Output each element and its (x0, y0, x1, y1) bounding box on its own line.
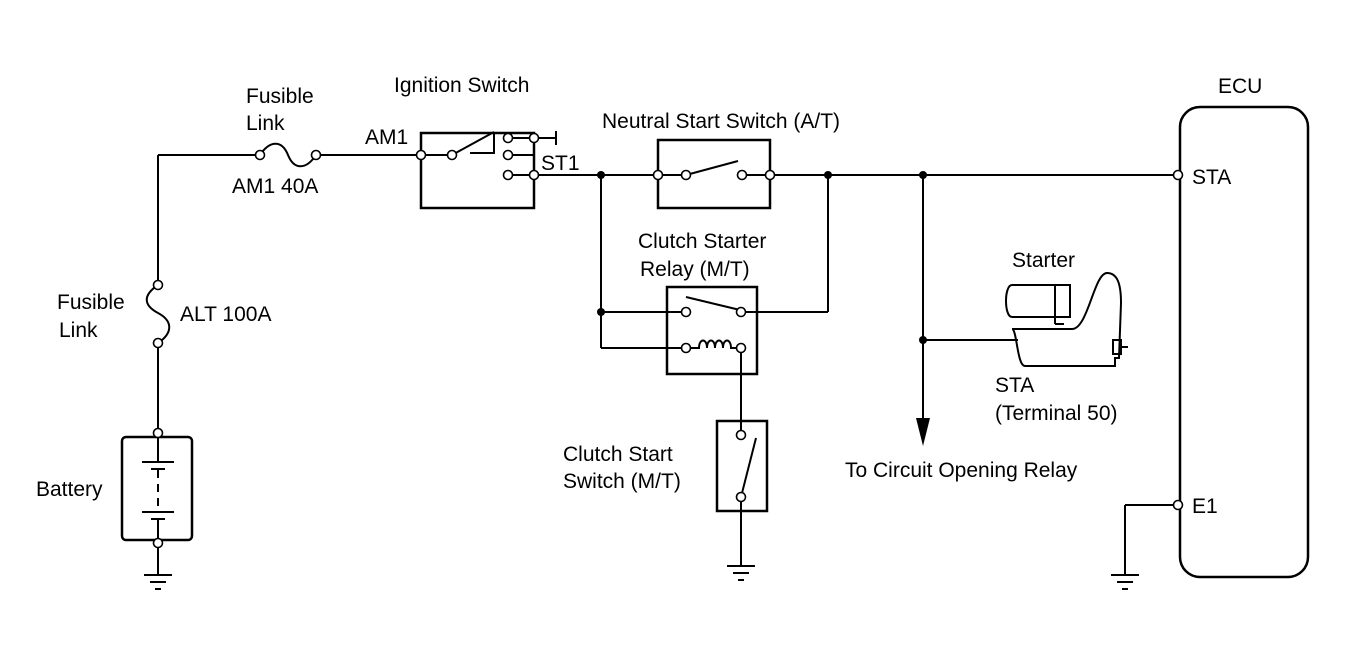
battery-label: Battery (36, 478, 103, 501)
fusible-link-top-label-2: Link (246, 112, 285, 135)
fusible-link-am1 (254, 142, 322, 168)
neutral-start-switch (652, 138, 776, 210)
fusible-link-left-label-2: Link (59, 319, 98, 342)
labels: Fusible Link AM1 40A Ignition Switch AM1… (36, 74, 1262, 518)
fusible-link-alt (145, 279, 171, 349)
fusible-link-top-label-1: Fusible (246, 85, 314, 108)
ground-ecu (1111, 574, 1139, 590)
ground-battery (144, 574, 172, 590)
alt-fuse-label: ALT 100A (180, 303, 271, 326)
junction-dots (597, 171, 927, 344)
clutch-start-switch (715, 419, 769, 513)
ignition-switch-label: Ignition Switch (394, 74, 529, 97)
am1-label: AM1 (365, 126, 408, 149)
clutch-starter-relay (665, 285, 759, 376)
battery (120, 427, 194, 549)
starter-motor (1005, 271, 1128, 367)
clutch-start-switch-label-2: Switch (M/T) (563, 470, 681, 493)
circuit-opening-relay-label: To Circuit Opening Relay (845, 459, 1078, 482)
starter-label: Starter (1012, 249, 1075, 272)
sta-terminal-label-2: (Terminal 50) (995, 402, 1118, 425)
clutch-start-switch-label-1: Clutch Start (563, 443, 673, 466)
st1-label: ST1 (541, 152, 580, 175)
ignition-switch (415, 131, 557, 210)
circuit-opening-relay-arrow (916, 418, 930, 446)
clutch-starter-relay-label-2: Relay (M/T) (640, 258, 750, 281)
ecu-label: ECU (1218, 75, 1262, 98)
ecu-sta-label: STA (1192, 166, 1231, 189)
neutral-start-switch-label: Neutral Start Switch (A/T) (602, 110, 840, 133)
fusible-link-left-label-1: Fusible (57, 291, 125, 314)
sta-terminal-label-1: STA (995, 374, 1034, 397)
ecu-e1-label: E1 (1192, 495, 1218, 518)
ground-clutch-switch (727, 565, 755, 581)
ecu (1172, 105, 1310, 579)
clutch-starter-relay-label-1: Clutch Starter (638, 230, 766, 253)
wiring (157, 154, 1178, 575)
am1-fuse-label: AM1 40A (232, 175, 318, 198)
